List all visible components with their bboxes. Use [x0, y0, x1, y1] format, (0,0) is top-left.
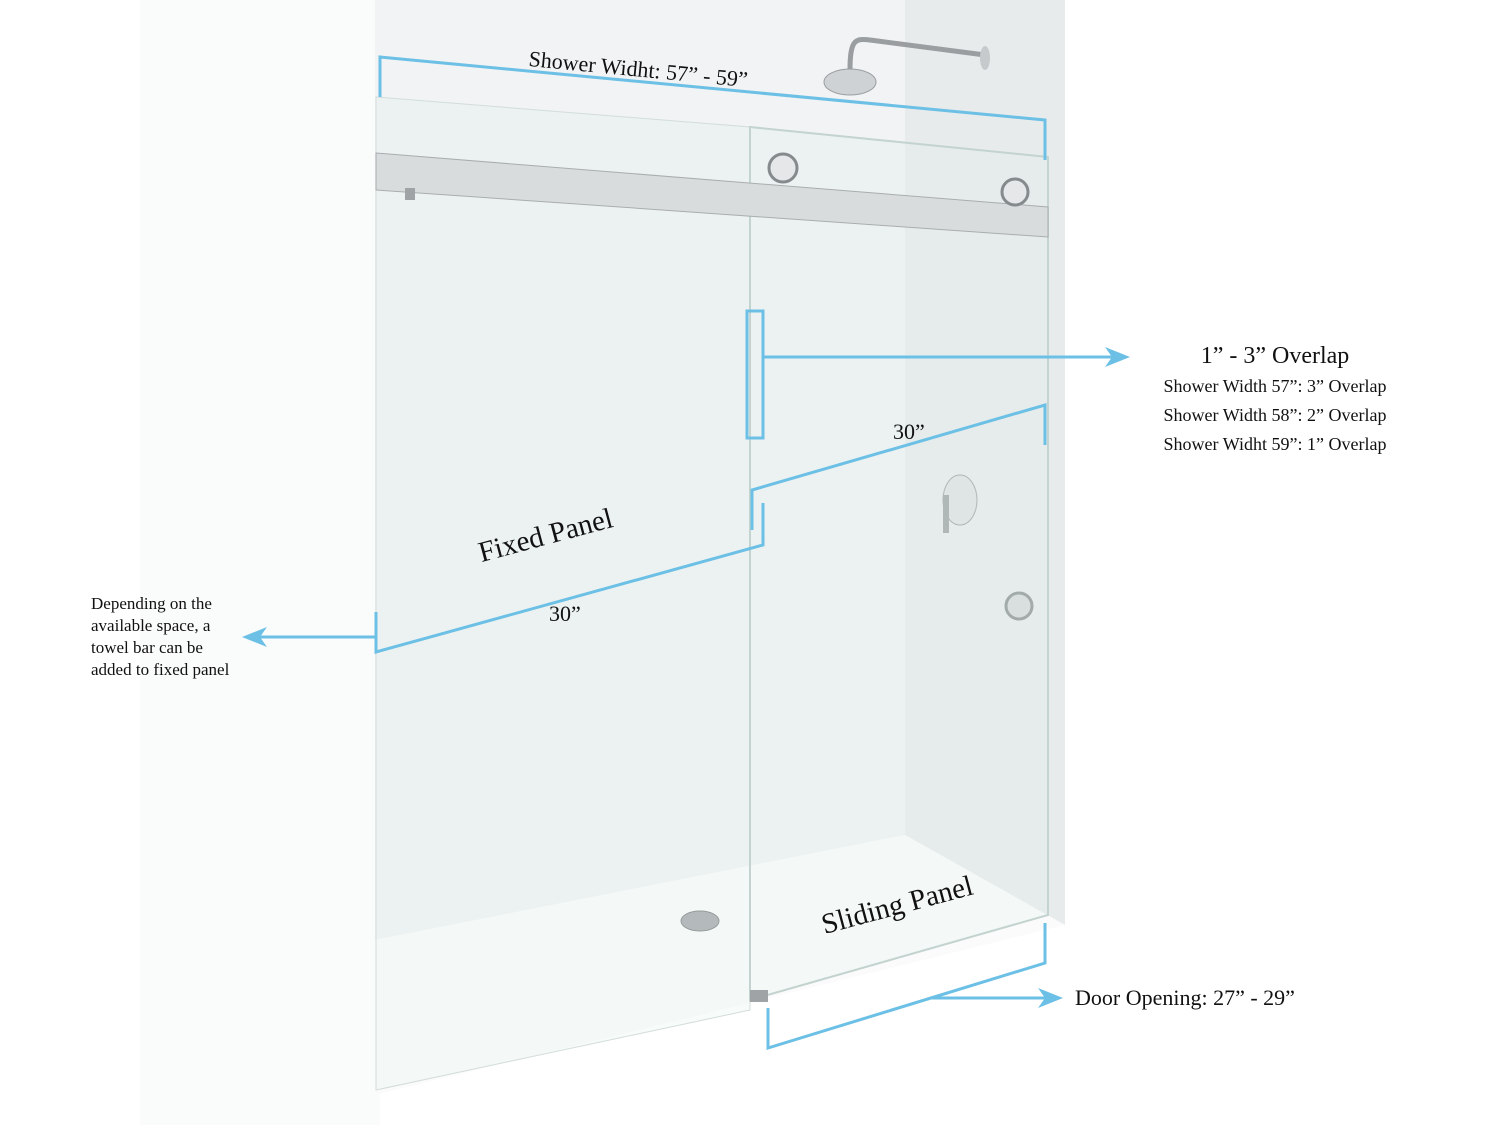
overlap-row: Shower Widht 59”: 1” Overlap — [1163, 434, 1387, 454]
valve-handle — [943, 495, 949, 533]
door-opening-label: Door Opening: 27” - 29” — [1075, 985, 1295, 1010]
overlap-marker — [745, 309, 765, 440]
sliding-width-label: 30” — [893, 419, 925, 444]
overlap-info: 1” - 3” Overlap Shower Width 57”: 3” Ove… — [1140, 340, 1410, 459]
sliding-glass-panel — [749, 125, 1049, 1002]
fixed-width-label: 30” — [549, 601, 581, 626]
left-wall-shadow — [140, 0, 380, 1125]
roller-right-icon — [1000, 177, 1030, 207]
overlap-row: Shower Width 57”: 3” Overlap — [1163, 376, 1387, 396]
floor-guide — [750, 990, 768, 1002]
note-line: towel bar can be — [91, 638, 203, 657]
dimension-lines — [252, 55, 1120, 1051]
shower-head-icon — [823, 68, 877, 96]
arrow-right-icon — [1038, 988, 1063, 1008]
shower-width-dimension — [378, 55, 1047, 160]
arrow-right-icon — [1105, 347, 1130, 367]
note-line: added to fixed panel — [91, 660, 230, 679]
sliding-rail — [375, 152, 1049, 238]
note-line: available space, a — [91, 616, 211, 635]
sliding-width-dimension — [750, 403, 1047, 530]
overlap-row: Shower Width 58”: 2” Overlap — [1163, 405, 1387, 425]
roller-left-icon — [767, 152, 799, 184]
shower-floor — [375, 835, 1065, 1095]
door-knob-icon — [1004, 591, 1034, 621]
arrow-left-icon — [242, 627, 267, 647]
fixed-glass-panel — [375, 96, 751, 1091]
shower-arm — [847, 36, 986, 71]
towel-bar-note: Depending on the available space, a towe… — [91, 593, 229, 681]
overlap-title: 1” - 3” Overlap — [1200, 343, 1350, 369]
back-wall — [375, 0, 905, 940]
shower-flange — [980, 46, 990, 70]
note-line: Depending on the — [91, 594, 212, 613]
arrowheads — [242, 347, 1130, 1008]
door-opening-dimension — [766, 923, 1047, 1051]
fixed-width-dimension — [374, 503, 765, 654]
drain-icon — [680, 910, 720, 932]
rail-stopper — [405, 188, 415, 200]
